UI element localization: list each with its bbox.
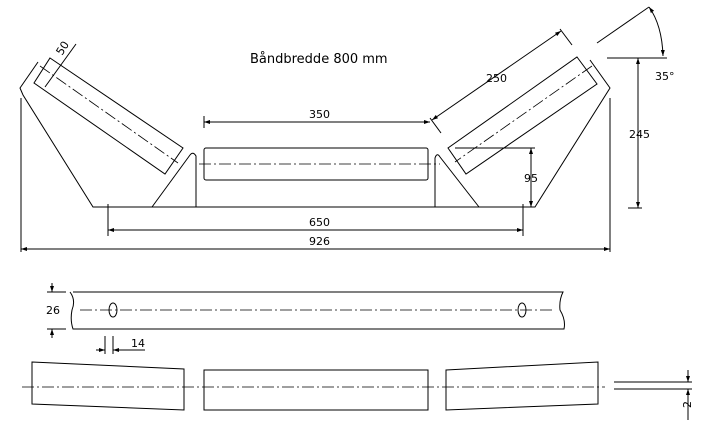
dim-650: 650 <box>309 216 330 229</box>
bottom-roller-view <box>22 361 692 420</box>
dim-2: 2 <box>681 401 694 408</box>
left-wing-roller <box>33 57 184 175</box>
belt-width-title: Båndbredde 800 mm <box>250 52 388 67</box>
right-wing-roller <box>447 56 598 175</box>
shaft-strip <box>47 283 565 354</box>
idler-frame <box>19 59 611 252</box>
dim-250: 250 <box>486 72 507 85</box>
dimension-lines <box>21 6 667 251</box>
left-slot <box>108 302 118 318</box>
dim-350: 350 <box>309 108 330 121</box>
right-slot <box>517 302 527 318</box>
center-roller <box>199 147 440 181</box>
dim-14: 14 <box>131 337 145 350</box>
dim-35-deg: 35° <box>655 70 675 83</box>
dim-50: 50 <box>54 39 72 58</box>
dim-245: 245 <box>629 128 650 141</box>
dim-26: 26 <box>46 304 60 317</box>
dim-95: 95 <box>524 172 538 185</box>
dim-926: 926 <box>309 235 330 248</box>
